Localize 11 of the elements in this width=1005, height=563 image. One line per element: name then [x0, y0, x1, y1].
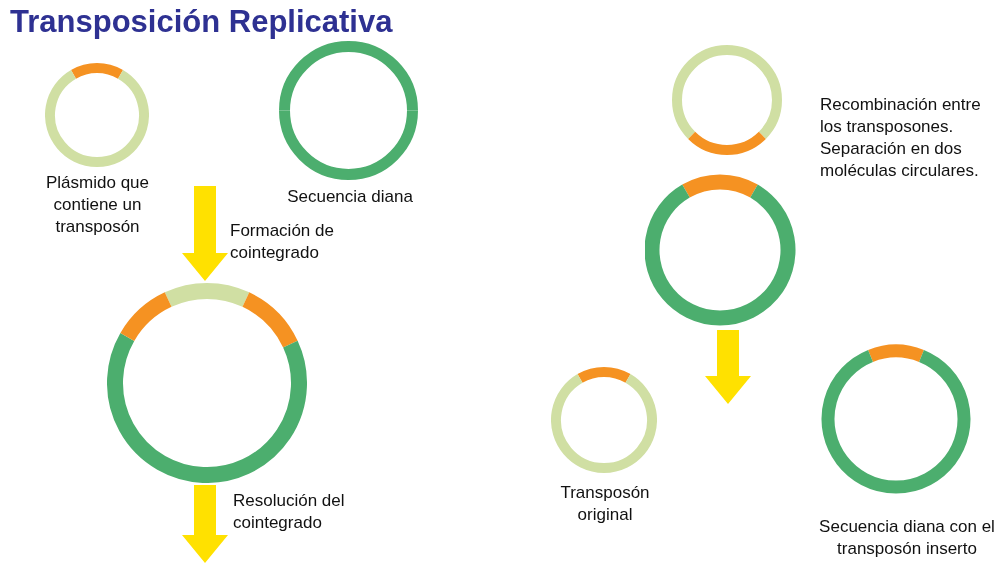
- node-label: Transposón original: [559, 482, 651, 526]
- edge-label: Formación de cointegrado: [230, 220, 335, 264]
- node-label: Recombinación entre los transposones. Separación en dos moléculas circulares.: [820, 94, 982, 182]
- arrow: [182, 186, 228, 281]
- arrow: [705, 330, 751, 404]
- node-label: Plásmido que contiene un transposón: [45, 172, 150, 238]
- arrow: [182, 485, 228, 563]
- node-label: Secuencia diana: [286, 186, 414, 208]
- title: Transposición Replicativa: [10, 4, 393, 40]
- node-label: Secuencia diana con el transposón inserto: [818, 516, 996, 560]
- edge-label: Resolución del cointegrado: [233, 490, 346, 534]
